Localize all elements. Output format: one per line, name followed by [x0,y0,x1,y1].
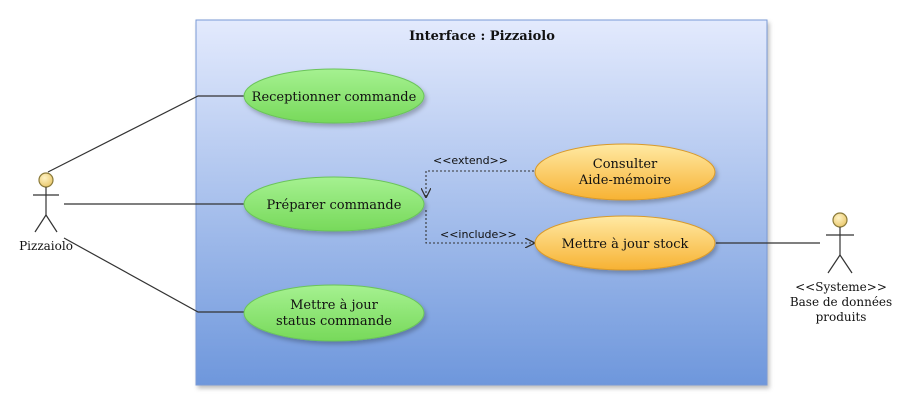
actor-label-line1: Base de données [790,295,892,309]
usecase-label-line2: status commande [276,314,392,329]
usecase-consulter-aide-memoire[interactable]: Consulter Aide-mémoire [534,143,716,201]
actor-label-line2: produits [816,310,867,324]
association-pizzaiolo-receptionner [47,95,246,173]
usecase-mettre-a-jour-status[interactable]: Mettre à jour status commande [243,284,425,342]
extend-label: <<extend>> [433,154,508,167]
actor-stereotype: <<Systeme>> [795,280,887,294]
actor-label: Pizzaiolo [19,239,73,253]
system-title: Interface : Pizzaiolo [409,29,555,44]
relation-extend: <<extend>> [426,154,534,197]
usecase-label-line2: Aide-mémoire [578,173,672,188]
usecase-label-line1: Mettre à jour [290,298,379,313]
stick-figure-icon [826,212,854,274]
usecase-mettre-a-jour-stock[interactable]: Mettre à jour stock [534,215,716,271]
usecase-preparer-commande[interactable]: Préparer commande [243,176,425,232]
relation-include: <<include>> [425,210,534,243]
usecase-receptionner-commande[interactable]: Receptionner commande [243,68,425,124]
usecase-label-line1: Consulter [593,157,658,172]
include-label: <<include>> [440,228,517,241]
association-pizzaiolo-mettre-status [63,237,246,313]
usecase-label: Préparer commande [267,198,402,213]
actor-database[interactable]: <<Systeme>> Base de données produits [790,212,892,324]
usecase-label: Receptionner commande [252,90,417,105]
stick-figure-icon [33,172,59,233]
association-lines [47,95,820,313]
usecase-label: Mettre à jour stock [562,237,689,252]
actor-pizzaiolo[interactable]: Pizzaiolo [19,172,73,253]
